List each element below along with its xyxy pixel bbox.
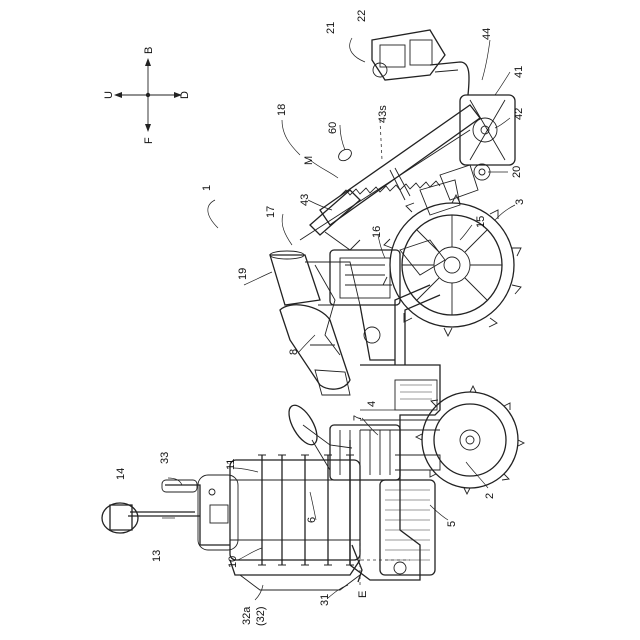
ref-label-31: 31 bbox=[319, 594, 331, 606]
ref-label-41: 41 bbox=[513, 66, 525, 78]
dir-label-up: U bbox=[103, 91, 115, 99]
ref-label-6: 6 bbox=[306, 517, 318, 523]
ref-label-E: E bbox=[357, 591, 369, 598]
ref-label-5: 5 bbox=[446, 521, 458, 527]
ref-label-7: 7 bbox=[352, 415, 364, 421]
ref-label-13: 13 bbox=[151, 550, 163, 562]
ref-label-8: 8 bbox=[288, 349, 300, 355]
ref-label-3: 3 bbox=[514, 199, 526, 205]
small-wheel bbox=[416, 386, 524, 494]
dir-label-front: F bbox=[143, 137, 155, 144]
cargo-rack bbox=[230, 455, 360, 565]
ref-label-32: (32) bbox=[255, 606, 267, 626]
ref-label-19: 19 bbox=[237, 268, 249, 280]
ref-label-33: 33 bbox=[159, 452, 171, 464]
ref-label-21: 21 bbox=[325, 22, 337, 34]
handle-bar bbox=[102, 475, 238, 550]
ref-label-M: M bbox=[303, 156, 315, 165]
ref-label-43s: 43s bbox=[377, 105, 389, 123]
large-wheel bbox=[383, 195, 521, 336]
ref-label-17: 17 bbox=[265, 206, 277, 218]
ref-label-16: 16 bbox=[371, 226, 383, 238]
dir-label-back: B bbox=[143, 47, 155, 54]
dir-label-down: D bbox=[179, 91, 191, 99]
hopper-tank bbox=[270, 251, 360, 305]
ref-label-60: 60 bbox=[327, 122, 339, 134]
ref-label-14: 14 bbox=[115, 468, 127, 480]
ref-label-15: 15 bbox=[475, 216, 487, 228]
ref-label-22: 22 bbox=[356, 10, 368, 22]
direction-indicator: B F U D bbox=[103, 47, 191, 144]
ref-label-43: 43 bbox=[299, 194, 311, 206]
transmission bbox=[315, 240, 445, 360]
ref-label-1: 1 bbox=[201, 185, 213, 191]
rear-machinery bbox=[420, 95, 515, 215]
ref-label-2: 2 bbox=[484, 493, 496, 499]
ref-label-42: 42 bbox=[513, 108, 525, 120]
reference-labels: 1 17 18 21 22 60 M 43 43s 44 41 42 20 3 … bbox=[115, 10, 526, 626]
ref-label-4: 4 bbox=[366, 401, 378, 407]
control-unit bbox=[372, 30, 469, 95]
ref-label-18: 18 bbox=[276, 104, 288, 116]
ref-label-11: 11 bbox=[225, 459, 237, 470]
ref-label-20: 20 bbox=[511, 166, 523, 178]
ref-label-10: 10 bbox=[227, 556, 239, 568]
ref-label-32a: 32a bbox=[241, 606, 253, 625]
ref-label-44: 44 bbox=[481, 28, 493, 40]
main-frame bbox=[350, 285, 440, 580]
